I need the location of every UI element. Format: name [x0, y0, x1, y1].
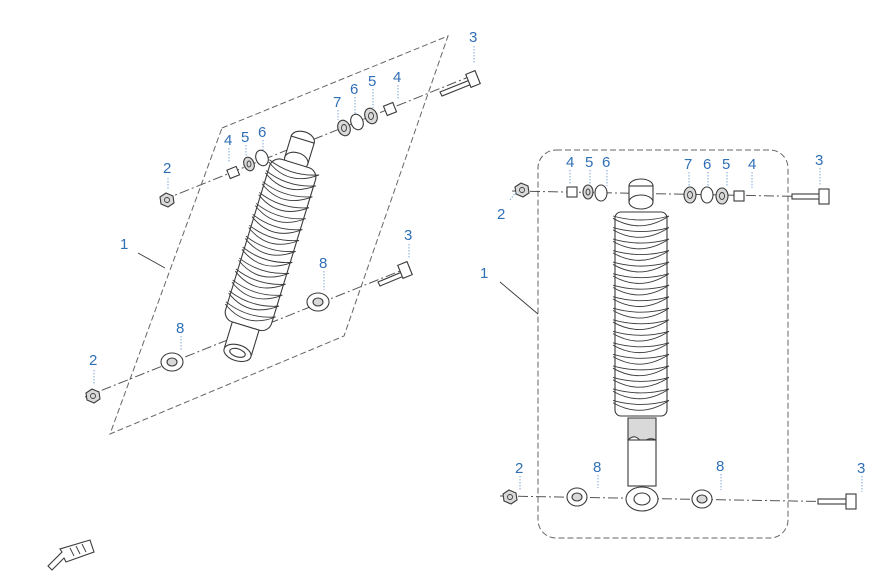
- spring-coil: [261, 181, 313, 201]
- callout-left-6a[interactable]: 6: [258, 124, 266, 141]
- spring-coil: [612, 388, 670, 400]
- callout-left-4b[interactable]: 4: [393, 69, 401, 86]
- left-ring-7: [337, 119, 351, 137]
- spring-coil: [248, 224, 300, 245]
- spring-coil: [228, 290, 280, 311]
- right-bolt-3b: [817, 493, 857, 510]
- right-shock-absorber: [612, 178, 670, 512]
- spring-coil: [224, 301, 276, 322]
- callout-left-6b[interactable]: 6: [350, 81, 358, 98]
- left-collar-4a: [226, 165, 241, 180]
- left-collar-4b: [382, 101, 398, 117]
- spring-coil: [254, 203, 306, 223]
- left-upper-axis: [162, 73, 477, 201]
- right-bushing-8b: [691, 489, 713, 509]
- callout-left-3a[interactable]: 3: [469, 29, 477, 46]
- left-shock-absorber: [223, 130, 320, 363]
- right-nut-2a: [514, 182, 530, 198]
- right-collar-4a: [566, 186, 578, 198]
- right-lower-axis: [499, 495, 853, 503]
- right-bushing-8a: [566, 487, 588, 507]
- callout-right-8a[interactable]: 8: [593, 459, 601, 476]
- spring-coil: [612, 319, 670, 330]
- callout-right-4b[interactable]: 4: [748, 156, 756, 173]
- callout-left-5a[interactable]: 5: [241, 129, 249, 146]
- right-collar-4b: [733, 190, 745, 202]
- right-nut-2b: [502, 489, 518, 505]
- callout-right-2b[interactable]: 2: [515, 460, 523, 477]
- left-shock-assembly: 1 2 2 3 3 4 4 5 5 6 6 7 8 8: [84, 29, 481, 435]
- callout-right-3b[interactable]: 3: [857, 460, 865, 477]
- spring-coil: [612, 400, 670, 411]
- spring-coil: [612, 250, 670, 261]
- callout-right-2a[interactable]: 2: [497, 206, 505, 223]
- left-ring-6b: [350, 113, 364, 131]
- right-ring-7: [683, 186, 697, 204]
- spring-coil: [612, 376, 670, 388]
- right-assembly-outline: [537, 149, 789, 539]
- spring-coil: [238, 257, 290, 278]
- left-washer-5a: [243, 156, 255, 172]
- spring-coil: [612, 296, 670, 307]
- spring-coil: [241, 246, 293, 267]
- right-ring-6a: [594, 184, 608, 202]
- spring-coil: [612, 353, 670, 365]
- spring-coil: [612, 261, 670, 273]
- spring-coil: [612, 238, 670, 250]
- left-ring-6a: [255, 149, 269, 167]
- left-bushing-8a: [160, 352, 184, 372]
- spring-coil: [234, 268, 286, 289]
- spring-coil: [231, 279, 283, 300]
- spring-coil: [612, 365, 670, 377]
- left-nut-2b: [85, 388, 101, 404]
- right-shock-assembly: 1 2 2 3 3 4 4 5 5 6 6 7 8 8: [480, 149, 865, 539]
- callout-right-6b[interactable]: 6: [703, 156, 711, 173]
- spring-coil: [612, 215, 670, 227]
- callout-left-5b[interactable]: 5: [368, 73, 376, 90]
- right-washer-5a: [582, 184, 594, 200]
- spring-coil: [612, 284, 670, 296]
- right-upper-axis: [511, 190, 831, 198]
- left-bolt-3a: [439, 69, 481, 97]
- spring-coil: [612, 227, 670, 238]
- callout-left-3b[interactable]: 3: [404, 227, 412, 244]
- spring-coil: [612, 273, 670, 284]
- callout-left-7[interactable]: 7: [333, 94, 341, 111]
- front-direction-arrow-icon: [47, 539, 95, 571]
- spring-coil: [258, 192, 310, 212]
- left-washer-5b: [364, 107, 378, 125]
- callout-left-8a[interactable]: 8: [176, 320, 184, 337]
- left-bolt-3b: [377, 260, 413, 287]
- spring-coil: [244, 235, 296, 256]
- callout-right-6a[interactable]: 6: [602, 154, 610, 171]
- spring-coil: [268, 159, 320, 180]
- spring-coil: [612, 342, 670, 354]
- right-washer-5b: [715, 187, 729, 205]
- left-assembly-outline: [109, 35, 449, 435]
- callout-right-1[interactable]: 1: [480, 265, 488, 282]
- spring-coil: [612, 307, 670, 319]
- callout-right-3a[interactable]: 3: [815, 152, 823, 169]
- callout-right-5a[interactable]: 5: [585, 154, 593, 171]
- callout-right-4a[interactable]: 4: [566, 154, 574, 171]
- spring-coil: [251, 214, 303, 234]
- callout-left-4a[interactable]: 4: [224, 132, 232, 149]
- callout-right-5b[interactable]: 5: [722, 156, 730, 173]
- callout-left-1[interactable]: 1: [120, 236, 128, 253]
- callout-right-8b[interactable]: 8: [716, 458, 724, 475]
- right-bolt-3a: [791, 188, 830, 205]
- left-nut-2a: [159, 192, 175, 208]
- callout-left-2a[interactable]: 2: [163, 160, 171, 177]
- right-ring-6b: [700, 186, 714, 204]
- callout-left-8b[interactable]: 8: [319, 255, 327, 272]
- left-bushing-8b: [306, 292, 330, 312]
- spring-coil: [612, 330, 670, 342]
- callout-left-2b[interactable]: 2: [89, 352, 97, 369]
- callout-right-7[interactable]: 7: [684, 156, 692, 173]
- spring-coil: [264, 170, 316, 191]
